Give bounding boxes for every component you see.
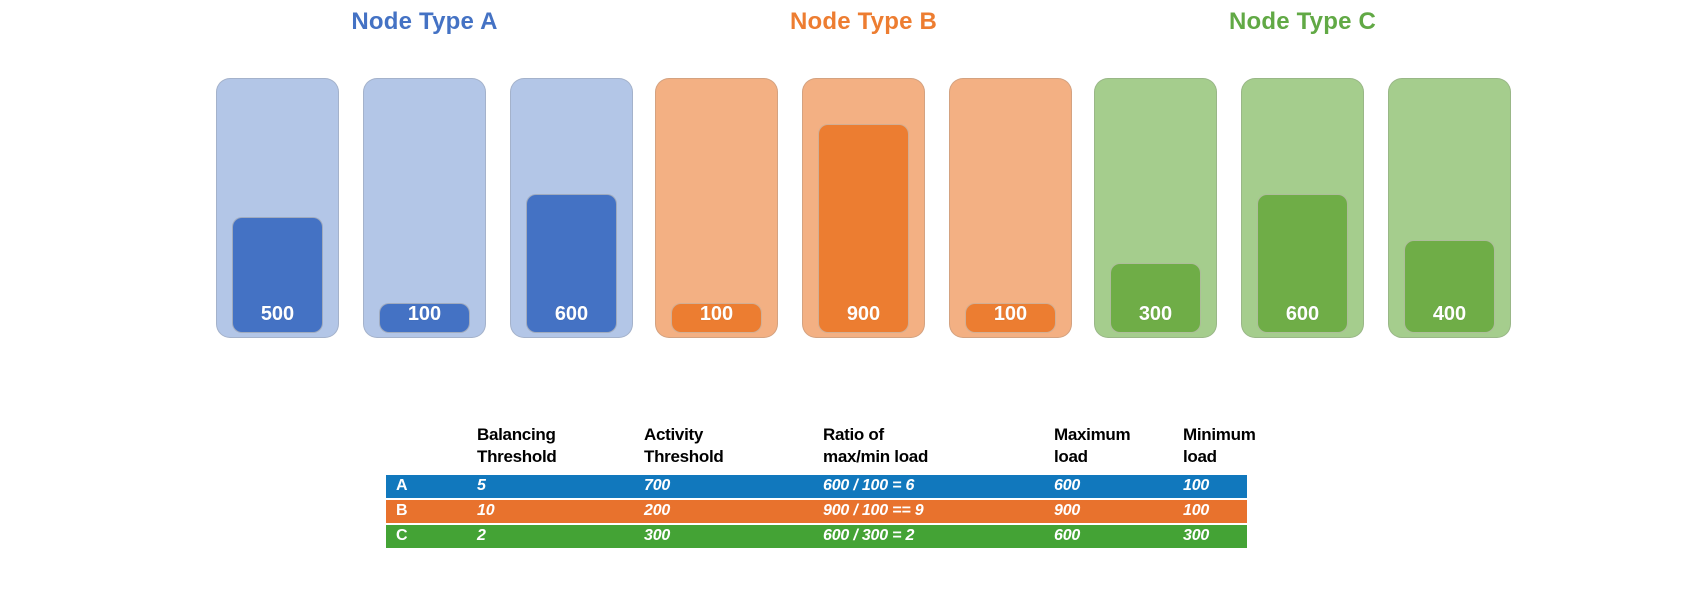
node-type-b-title: Node Type B (789, 8, 938, 35)
node-load-value: 300 (1138, 303, 1173, 325)
balancing-threshold-value: 2 (477, 524, 644, 548)
header-balancing-threshold: Balancing Threshold (477, 424, 644, 473)
header-activity-threshold: Activity Threshold (644, 424, 823, 473)
node-capacity-box: 500 (216, 78, 339, 338)
maximum-load-value: 600 (1054, 524, 1183, 548)
row-label: A (386, 474, 477, 498)
node-type-c-title: Node Type C (1228, 8, 1377, 35)
node-load-value: 100 (407, 303, 442, 325)
node-load-bar: 300 (1110, 263, 1201, 333)
node-type-b-containers: 100 900 100 (655, 78, 1072, 338)
node-load-bar: 100 (379, 303, 470, 333)
header-line: load (1183, 446, 1217, 466)
node-load-value: 600 (554, 303, 589, 325)
ratio-value: 900 / 100 == 9 (823, 499, 1054, 523)
header-line: Balancing (477, 425, 556, 444)
header-line: Ratio of (823, 425, 884, 444)
node-load-bar: 100 (671, 303, 762, 333)
node-capacity-box: 400 (1388, 78, 1511, 338)
node-load-bar: 400 (1404, 240, 1495, 333)
node-load-value: 400 (1432, 303, 1467, 325)
node-type-a-title: Node Type A (351, 8, 498, 35)
header-maximum-load: Maximum load (1054, 424, 1183, 473)
maximum-load-value: 900 (1054, 499, 1183, 523)
header-line: Maximum (1054, 425, 1131, 444)
node-type-c-group: Node Type C 300 600 400 (1094, 0, 1511, 345)
header-line: Threshold (644, 446, 724, 466)
node-load-value: 100 (699, 303, 734, 325)
node-load-bar: 600 (526, 194, 617, 333)
header-line: max/min load (823, 446, 929, 466)
node-capacity-box: 100 (655, 78, 778, 338)
activity-threshold-value: 200 (644, 499, 823, 523)
header-ratio-max-min-load: Ratio of max/min load (823, 424, 1054, 473)
node-load-bar: 600 (1257, 194, 1348, 333)
ratio-value: 600 / 100 = 6 (823, 474, 1054, 498)
header-spacer (386, 424, 477, 473)
header-minimum-load: Minimum load (1183, 424, 1256, 473)
row-label: C (386, 524, 477, 548)
node-capacity-box: 100 (949, 78, 1072, 338)
node-load-bar: 500 (232, 217, 323, 333)
node-load-bar: 900 (818, 124, 909, 333)
node-load-value: 500 (260, 303, 295, 325)
ratio-value: 600 / 300 = 2 (823, 524, 1054, 548)
minimum-load-value: 100 (1183, 474, 1247, 498)
activity-threshold-value: 300 (644, 524, 823, 548)
header-line: Minimum (1183, 425, 1256, 444)
balancing-threshold-value: 10 (477, 499, 644, 523)
node-load-value: 600 (1285, 303, 1320, 325)
node-type-b-group: Node Type B 100 900 100 (655, 0, 1072, 345)
header-line: load (1054, 446, 1088, 466)
header-line: Activity (644, 425, 704, 444)
node-load-value: 900 (846, 303, 881, 325)
node-capacity-box: 600 (1241, 78, 1364, 338)
node-capacity-box: 900 (802, 78, 925, 338)
node-type-c-containers: 300 600 400 (1094, 78, 1511, 338)
header-line: Threshold (477, 446, 557, 466)
node-capacity-box: 100 (363, 78, 486, 338)
node-type-a-group: Node Type A 500 100 600 (216, 0, 633, 345)
thresholds-table: Balancing Threshold Activity Threshold R… (386, 424, 1256, 548)
node-capacity-box: 300 (1094, 78, 1217, 338)
activity-threshold-value: 700 (644, 474, 823, 498)
node-load-value: 100 (993, 303, 1028, 325)
minimum-load-value: 300 (1183, 524, 1247, 548)
node-capacity-box: 600 (510, 78, 633, 338)
balancing-threshold-value: 5 (477, 474, 644, 498)
row-label: B (386, 499, 477, 523)
maximum-load-value: 600 (1054, 474, 1183, 498)
node-type-a-containers: 500 100 600 (216, 78, 633, 338)
node-load-bar: 100 (965, 303, 1056, 333)
minimum-load-value: 100 (1183, 499, 1247, 523)
